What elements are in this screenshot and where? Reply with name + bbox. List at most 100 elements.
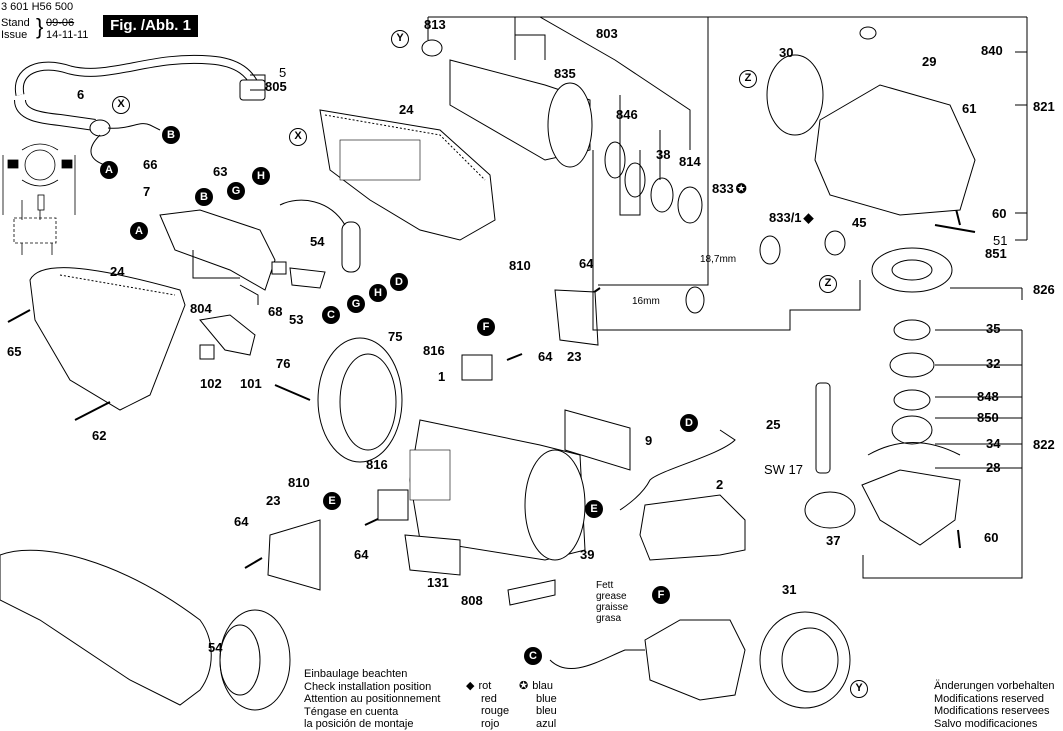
leader-lines <box>192 16 1028 579</box>
modifications-note-de: Änderungen vorbehalten <box>934 680 1055 692</box>
wiring-schematic <box>2 143 76 255</box>
modifications-note-fr: Modifications reservees <box>934 705 1050 717</box>
diamond-icon: ◆ <box>466 680 475 692</box>
dimension-18-7mm: 18,7mm <box>700 254 737 265</box>
part-label-25: 25 <box>766 417 781 432</box>
part-label-833: 833✪ <box>712 182 747 196</box>
reference-marker-x: X <box>112 96 130 114</box>
part-label-833-1-text: 833/1 <box>769 210 802 225</box>
part-label-38: 38 <box>656 147 671 162</box>
part-label-814: 814 <box>679 154 701 169</box>
part-label-66: 66 <box>143 157 158 172</box>
issue-date: 14-11-11 <box>46 29 89 41</box>
screws <box>7 204 976 569</box>
part-label-35: 35 <box>986 321 1001 336</box>
reference-marker-z-2: Z <box>819 275 837 293</box>
connector-marker-a-2: A <box>130 222 148 240</box>
part-label-808: 808 <box>461 593 483 608</box>
part-label-31: 31 <box>782 582 797 597</box>
part-label-32: 32 <box>986 356 1001 371</box>
part-label-805: 805 <box>265 79 287 94</box>
brush-holders <box>267 289 631 606</box>
part-label-826: 826 <box>1033 282 1055 297</box>
part-label-5: 5 <box>279 65 287 80</box>
capacitor <box>279 199 361 273</box>
connector-marker-h-2: H <box>369 284 387 302</box>
part-label-23: 23 <box>567 349 582 364</box>
part-label-850: 850 <box>977 410 999 425</box>
grease-note-es: grasa <box>596 613 622 624</box>
spindle-assembly <box>804 319 961 546</box>
part-label-54: 54 <box>310 234 325 249</box>
bevel-gear <box>824 230 953 293</box>
part-label-51: 51 <box>993 233 1008 248</box>
part-label-810-b: 810 <box>288 475 310 490</box>
legend-red: ◆rot red rouge rojo <box>466 680 509 730</box>
connector-marker-h: H <box>252 167 270 185</box>
part-label-60: 60 <box>992 206 1007 221</box>
part-label-60-b: 60 <box>984 530 999 545</box>
modifications-note: Änderungen vorbehalten Modifications res… <box>934 680 1054 730</box>
part-label-804: 804 <box>190 301 212 316</box>
part-label-68: 68 <box>268 304 283 319</box>
grease-note-de: Fett <box>596 580 614 591</box>
part-label-803: 803 <box>596 26 618 41</box>
part-label-848: 848 <box>977 389 999 404</box>
power-cord <box>14 54 266 166</box>
part-label-833-text: 833 <box>712 181 734 196</box>
installation-note-en: Check installation position <box>304 680 432 693</box>
connector-marker-g: G <box>227 182 245 200</box>
part-label-6: 6 <box>77 87 85 102</box>
installation-note-es-2: la posición de montaje <box>304 718 414 730</box>
part-label-64-b: 64 <box>538 349 553 364</box>
connector-marker-f-2: F <box>652 586 670 604</box>
part-label-9: 9 <box>645 433 653 448</box>
part-label-61: 61 <box>962 101 977 116</box>
part-label-813: 813 <box>424 17 446 32</box>
part-label-816: 816 <box>423 343 445 358</box>
part-label-851: 851 <box>985 246 1007 261</box>
end-shield <box>759 611 851 709</box>
part-label-45: 45 <box>852 215 867 230</box>
installation-note-es-1: Téngase en cuenta <box>304 705 399 718</box>
part-label-102: 102 <box>200 376 222 391</box>
part-label-64-c: 64 <box>234 514 249 529</box>
part-label-34: 34 <box>986 436 1001 451</box>
part-label-7: 7 <box>143 184 151 199</box>
installation-note-fr: Attention au positionnement <box>304 693 441 705</box>
blue-marker-icon: ✪ <box>735 181 747 196</box>
part-label-28: 28 <box>986 460 1001 475</box>
part-label-64: 64 <box>579 256 594 271</box>
legend-blue: ✪blau blue bleu azul <box>519 680 557 730</box>
connector-marker-a: A <box>100 161 118 179</box>
legend-red-es: rojo <box>481 717 500 730</box>
part-label-62: 62 <box>92 428 107 443</box>
part-label-24-lower: 24 <box>110 264 125 279</box>
reference-marker-y-2: Y <box>850 680 868 698</box>
legend-red-de: rot <box>478 680 492 692</box>
part-label-23-b: 23 <box>266 493 281 508</box>
connector-marker-d-2: D <box>680 414 698 432</box>
legend-blue-en: blue <box>536 692 557 705</box>
reference-marker-x-2: X <box>289 128 307 146</box>
connector-marker-g-2: G <box>347 295 365 313</box>
switch-lever <box>199 314 256 360</box>
part-label-2: 2 <box>716 477 724 492</box>
part-label-840: 840 <box>981 43 1003 58</box>
part-label-1: 1 <box>438 369 446 384</box>
gear-housing <box>766 26 976 216</box>
star-circle-icon: ✪ <box>519 680 529 692</box>
connector-marker-f: F <box>477 318 495 336</box>
part-label-833-1: 833/1◆ <box>769 211 814 225</box>
field-coil-lower <box>549 619 746 701</box>
modifications-note-es: Salvo modificaciones <box>934 717 1038 730</box>
part-label-37: 37 <box>826 533 841 548</box>
legend-blue-es: azul <box>536 717 557 730</box>
part-label-24: 24 <box>399 102 414 117</box>
handle-housing-upper <box>319 109 496 241</box>
grease-note: Fett grease graisse grasa <box>596 580 628 624</box>
part-label-63: 63 <box>213 164 228 179</box>
switch-assembly <box>159 209 326 291</box>
armature <box>421 39 593 168</box>
brace: } <box>36 14 44 39</box>
